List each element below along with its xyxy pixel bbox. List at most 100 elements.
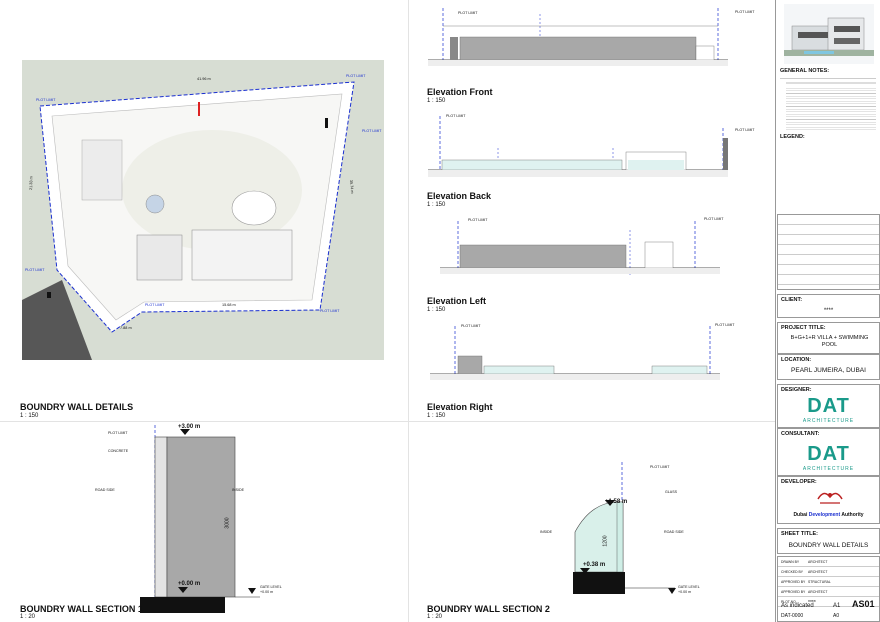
plan-plot-limit-5: PLOT LIMIT: [145, 303, 165, 307]
approval-row-key: APPROVED BY: [781, 590, 806, 594]
plan-plot-limit-1: PLOT LIMIT: [36, 98, 56, 102]
paper-size: A0: [833, 613, 840, 619]
s2-gate-value: +0.00 m: [678, 590, 692, 594]
plan-plot-limit-2: PLOT LIMIT: [346, 74, 366, 78]
developer-name-b: Development: [808, 512, 841, 518]
client-value: ****: [823, 308, 834, 314]
scale-value: As indicated: [781, 603, 814, 609]
s2-bottom-level: +0.38 m: [583, 562, 606, 568]
consultant-logo: DAT: [807, 443, 850, 465]
sheet-title-label: SHEET TITLE:: [781, 531, 818, 537]
front-plot-limit-1: PLOT LIMIT: [458, 11, 478, 15]
general-notes-label: GENERAL NOTES:: [780, 68, 830, 74]
elevation-left-drawing: [440, 221, 720, 275]
elev-right-scale: 1 : 150: [427, 413, 446, 419]
project-title-value: B+G+1+R VILLA + SWIMMING POOL: [790, 335, 869, 348]
s2-gate-level: GATE LEVEL: [678, 585, 700, 589]
elev-front-title: Elevation Front: [427, 87, 493, 97]
elev-left-title: Elevation Left: [427, 296, 487, 306]
approval-row: CHECKED BY ARCHITECT: [778, 567, 879, 577]
general-notes-text: [780, 76, 876, 130]
approval-row-val: ****: [808, 600, 816, 606]
front-plot-limit-2: PLOT LIMIT: [735, 10, 755, 14]
plan-plot-limit-4: PLOT LIMIT: [25, 268, 45, 272]
location-box: LOCATION: PEARL JUMEIRA, DUBAI: [777, 354, 880, 380]
back-plot-limit-1: PLOT LIMIT: [446, 114, 466, 118]
developer-name-a: Dubai: [793, 512, 809, 518]
villa-render-image: [784, 4, 874, 64]
svg-text:41.96 m: 41.96 m: [197, 77, 211, 81]
approval-row: APPROVED BY STRUCTURAL: [778, 577, 879, 587]
approval-rows: DRAWN BY ARCHITECT CHECKED BY ARCHITECT …: [778, 557, 879, 607]
back-plot-limit-2: PLOT LIMIT: [735, 128, 755, 132]
location-label: LOCATION:: [781, 357, 812, 363]
plan-plot-limit-3: PLOT LIMIT: [362, 129, 382, 133]
approval-row-key: APPROVED BY: [781, 580, 806, 584]
section-2-drawing: [573, 462, 675, 594]
approval-table: DRAWN BY ARCHITECT CHECKED BY ARCHITECT …: [777, 556, 880, 622]
s1-height-dim: 3000: [224, 517, 231, 529]
designer-box: DESIGNER: DAT ARCHITECTURE: [777, 384, 880, 428]
developer-name-c: Authority: [840, 512, 864, 518]
elevation-front-drawing: [428, 8, 728, 66]
elevation-right-drawing: [430, 326, 720, 380]
s1-plot-limit: PLOT LIMIT: [108, 431, 128, 435]
s2-inside: INSIDE: [540, 530, 552, 534]
s1-gate-level: GATE LEVEL: [260, 585, 282, 589]
size-value: A1: [833, 603, 841, 609]
left-plot-limit-1: PLOT LIMIT: [468, 218, 488, 222]
approval-row-val: ARCHITECT: [808, 570, 828, 574]
left-plot-limit-2: PLOT LIMIT: [704, 217, 724, 221]
designer-label: DESIGNER:: [781, 387, 812, 393]
s1-bottom-level: +0.00 m: [178, 581, 201, 587]
s2-plot-limit: PLOT LIMIT: [650, 465, 670, 469]
elev-back-scale: 1 : 150: [427, 202, 446, 208]
approval-row-key: DRAWN BY: [781, 560, 800, 564]
svg-text:15.68 m: 15.68 m: [222, 303, 236, 307]
elevation-back-drawing: [428, 116, 728, 177]
svg-text:7.88 m: 7.88 m: [120, 326, 132, 330]
approval-row-val: STRUCTURAL: [808, 580, 831, 584]
approval-row-key: PLOT NO.: [781, 600, 797, 604]
consultant-box: CONSULTANT: DAT ARCHITECTURE: [777, 428, 880, 476]
developer-label: DEVELOPER:: [781, 479, 817, 485]
client-box: CLIENT: ****: [777, 294, 880, 318]
s1-gate-marker-icon: [248, 588, 256, 594]
sheet-title-value: BOUNDRY WALL DETAILS: [788, 542, 869, 549]
s2-height-dim: 1200: [602, 535, 609, 547]
plan-plot-limit-6: PLOT LIMIT: [320, 309, 340, 313]
elev-left-scale: 1 : 150: [427, 307, 446, 313]
section-1-title: BOUNDRY WALL SECTION 1: [20, 604, 143, 614]
dda-emblem-icon: [817, 492, 843, 504]
designer-logo-sub: ARCHITECTURE: [802, 418, 855, 424]
section-1-drawing: [140, 425, 260, 613]
elev-back-title: Elevation Back: [427, 191, 492, 201]
svg-text:21.33 m: 21.33 m: [29, 176, 33, 190]
project-box: PROJECT TITLE: B+G+1+R VILLA + SWIMMING …: [777, 322, 880, 354]
s1-inside: INSIDE: [232, 488, 244, 492]
consultant-label: CONSULTANT:: [781, 431, 820, 437]
legend-label: LEGEND:: [780, 134, 805, 140]
section-2-scale: 1 : 20: [427, 614, 443, 620]
right-plot-limit-1: PLOT LIMIT: [461, 324, 481, 328]
approval-row: APPROVED BY ARCHITECT: [778, 587, 879, 597]
divider-horizontal: [0, 421, 775, 422]
s2-top-level: +1.58 m: [605, 499, 628, 505]
developer-box: DEVELOPER: Dubai Development Authority: [777, 476, 880, 524]
project-title-label: PROJECT TITLE:: [781, 325, 826, 331]
approval-row-val: ARCHITECT: [808, 560, 828, 564]
approval-row: DRAWN BY ARCHITECT: [778, 557, 879, 567]
approval-row: PLOT NO. ****: [778, 597, 879, 607]
sheet-number: AS01: [852, 599, 875, 609]
s1-concrete-label: CONCRETE: [108, 449, 129, 453]
elev-right-title: Elevation Right: [427, 402, 493, 412]
project-number: DAT-0000: [781, 613, 804, 619]
plan-scale: 1 : 150: [20, 413, 39, 419]
designer-logo: DAT: [807, 395, 850, 417]
plan-title: BOUNDRY WALL DETAILS: [20, 402, 134, 412]
s2-gate-marker-icon: [668, 588, 676, 594]
svg-text:35.74 m: 35.74 m: [349, 180, 354, 194]
revision-table: [777, 214, 880, 290]
s2-road-side: ROAD SIDE: [664, 530, 684, 534]
title-block: GENERAL NOTES: LEGEND: CLIENT: **** PROJ…: [775, 0, 880, 622]
